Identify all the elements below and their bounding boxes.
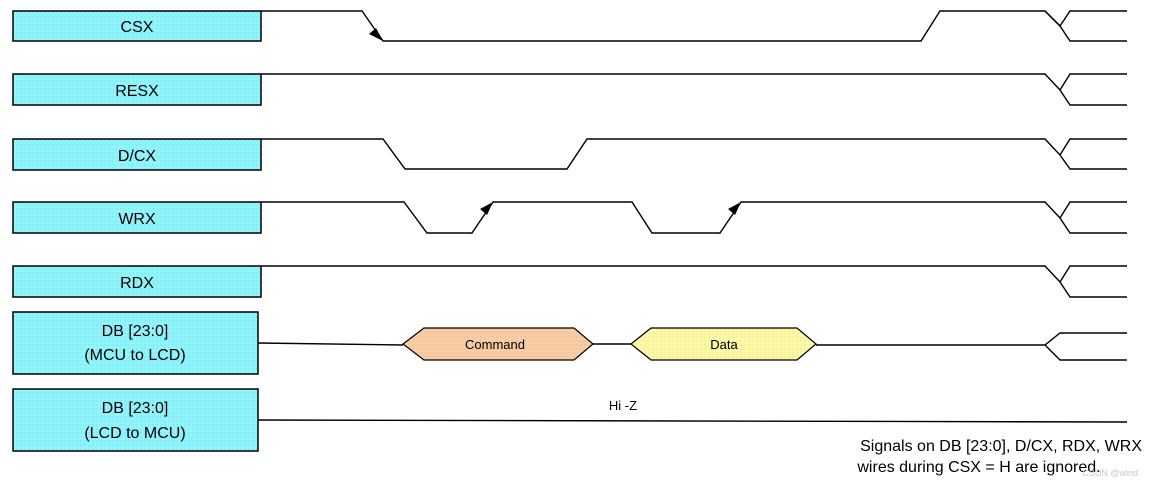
db-write-label-box: DB [23:0] (MCU to LCD)	[12, 311, 259, 375]
rdx-label-box: RDX	[12, 265, 262, 298]
rdx-waveform	[261, 265, 1127, 298]
db-read-label-line1: DB [23:0]	[102, 400, 169, 417]
hiz-label: Hi -Z	[609, 398, 637, 413]
db-read-label-box: DB [23:0] (LCD to MCU)	[12, 388, 259, 452]
dcx-label: D/CX	[118, 148, 157, 165]
watermark: CSDN @wind	[1082, 468, 1138, 478]
db-read-label-line2: (LCD to MCU)	[84, 425, 185, 442]
command-bus-segment: Command	[402, 327, 594, 361]
resx-label: RESX	[115, 83, 159, 100]
wrx-waveform	[261, 201, 1127, 234]
db-write-label-line2: (MCU to LCD)	[84, 347, 185, 364]
csx-falling-arrow	[369, 28, 383, 41]
resx-waveform	[261, 73, 1127, 106]
db-write-bus	[257, 332, 1127, 361]
note-line2: wires during CSX = H are ignored.	[856, 459, 1100, 476]
data-label: Data	[710, 337, 738, 352]
command-label: Command	[465, 337, 525, 352]
db-write-label-line1: DB [23:0]	[102, 323, 169, 340]
wrx-rising-arrow-1	[480, 202, 493, 215]
wrx-label-box: WRX	[12, 201, 262, 234]
csx-label: CSX	[121, 19, 154, 36]
resx-label-box: RESX	[12, 73, 262, 106]
data-bus-segment: Data	[630, 327, 817, 361]
wrx-rising-arrow-2	[728, 202, 741, 215]
db-read-bus: Hi -Z	[257, 398, 1128, 423]
rdx-label: RDX	[120, 275, 154, 292]
dcx-label-box: D/CX	[12, 138, 262, 171]
dcx-waveform	[261, 138, 1127, 170]
wrx-label: WRX	[118, 211, 156, 228]
csx-waveform	[261, 10, 1127, 42]
note-line1: Signals on DB [23:0], D/CX, RDX, WRX	[860, 438, 1142, 455]
csx-label-box: CSX	[12, 10, 262, 42]
